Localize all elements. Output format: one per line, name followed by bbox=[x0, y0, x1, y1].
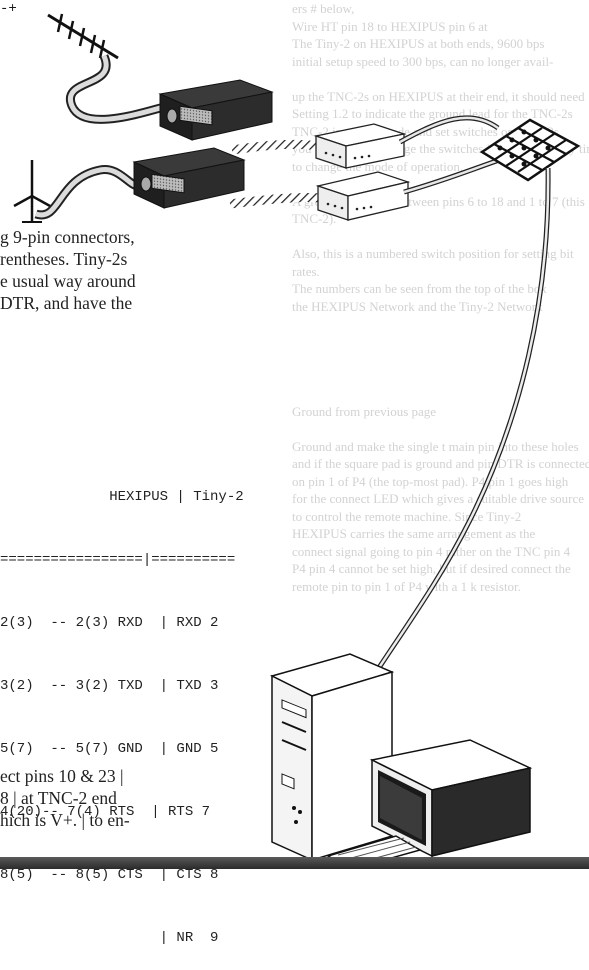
paragraph-connectors: g 9-pin connectors, rentheses. Tiny-2s e… bbox=[0, 226, 330, 314]
bottom-edge-bar bbox=[0, 857, 589, 869]
tnc-modem-box-icon bbox=[318, 172, 408, 220]
paragraph-line: e usual way around bbox=[0, 270, 330, 292]
paragraph-line: DTR, and have the bbox=[0, 292, 330, 314]
paragraph-line: hich is V+. | to en- bbox=[0, 809, 330, 831]
antenna-yagi-icon bbox=[48, 14, 118, 58]
table-row: 5(7) -- 5(7) GND | GND 5 bbox=[0, 739, 360, 760]
table-separator: =================|========== bbox=[0, 550, 360, 571]
table-row: | NR 9 bbox=[0, 928, 360, 949]
long-data-cable bbox=[348, 168, 548, 718]
coax-cable-upper bbox=[70, 56, 168, 119]
paragraph-line: ect pins 10 & 23 | bbox=[0, 765, 330, 787]
coax-cable-lower bbox=[36, 170, 140, 215]
paragraph-line: rentheses. Tiny-2s bbox=[0, 248, 330, 270]
radio-transceiver-icon bbox=[134, 148, 244, 208]
tnc-modem-box-icon bbox=[316, 124, 404, 168]
paragraph-line: g 9-pin connectors, bbox=[0, 226, 330, 248]
radio-transceiver-icon bbox=[160, 80, 272, 140]
table-row: 2(3) -- 2(3) RXD | RXD 2 bbox=[0, 613, 360, 634]
serial-cable bbox=[232, 144, 318, 150]
paragraph-line: 8 | at TNC-2 end bbox=[0, 787, 330, 809]
top-left-fragment: -+ bbox=[0, 0, 17, 18]
pin-mapping-table: HEXIPUS | Tiny-2 =================|=====… bbox=[0, 445, 360, 970]
paragraph-pins: ect pins 10 & 23 | 8 | at TNC-2 end hich… bbox=[0, 765, 330, 831]
table-header: HEXIPUS | Tiny-2 bbox=[0, 487, 360, 508]
serial-cable bbox=[230, 197, 322, 204]
table-row: 3(2) -- 3(2) TXD | TXD 3 bbox=[0, 676, 360, 697]
